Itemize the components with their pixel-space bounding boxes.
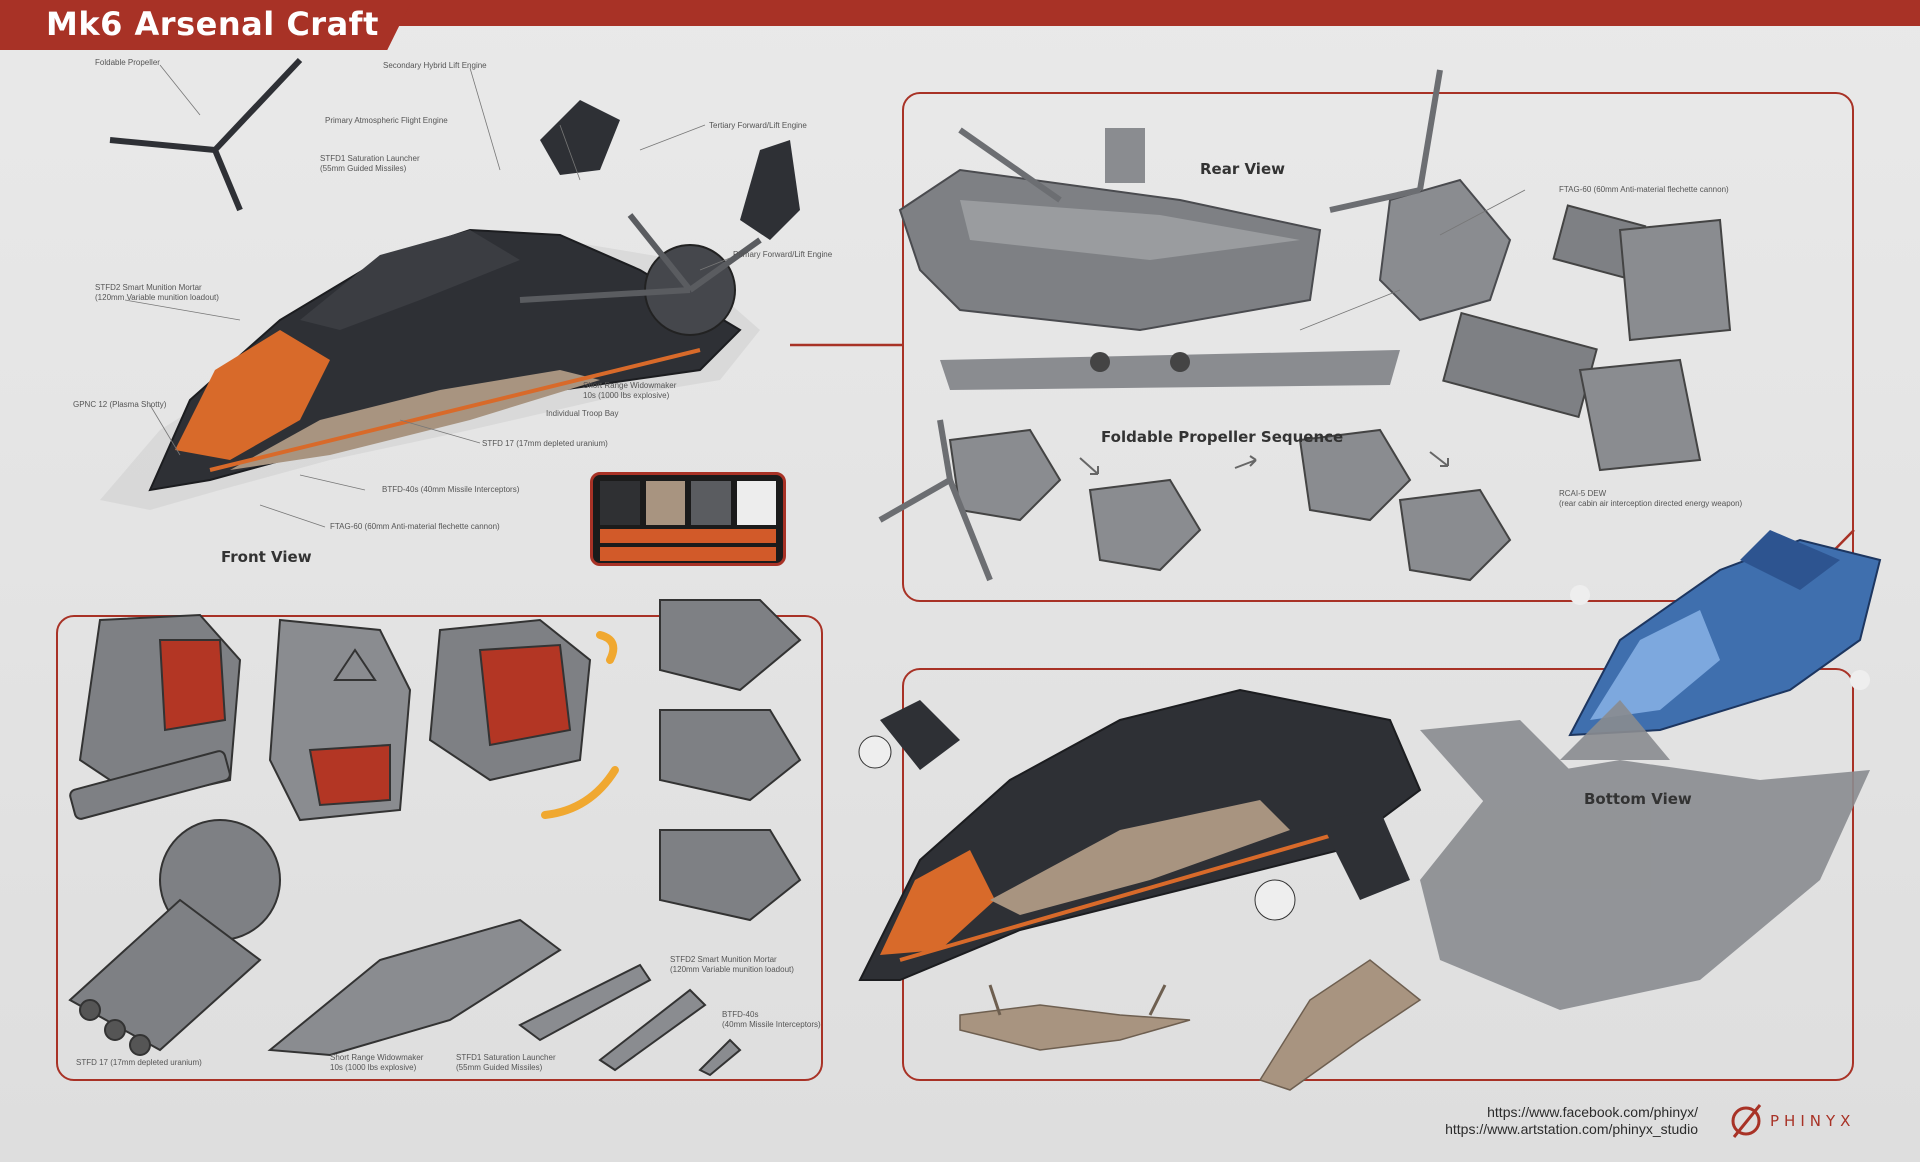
blue-craft-variant	[1568, 530, 1882, 737]
rear-cannons	[1442, 204, 1732, 472]
callout-w-stfd1: STFD1 Saturation Launcher	[456, 1053, 556, 1062]
palette-accent-bar	[600, 529, 776, 543]
propeller-sequence	[878, 419, 1512, 582]
callout-stfd2-mortar: STFD2 Smart Munition Mortar	[95, 283, 202, 292]
callout-rcai5: RCAI-5 DEW	[1559, 489, 1607, 498]
rotation-arrows-icon	[541, 631, 619, 819]
bottom-view-label: Bottom View	[1584, 790, 1692, 808]
front-view-craft	[100, 57, 800, 510]
palette-swatches	[600, 481, 776, 525]
callout-tertiary-lift-engine: Tertiary Forward/Lift Engine	[709, 121, 807, 130]
main-craft-isometric	[858, 688, 1422, 981]
front-view-label: Front View	[221, 548, 312, 566]
callout-w-btfd40s-sub: (40mm Missile Interceptors)	[722, 1020, 821, 1029]
callout-w-widowmaker-sub: 10s (1000 lbs explosive)	[330, 1063, 417, 1072]
callout-primary-flight-engine: Primary Atmospheric Flight Engine	[325, 116, 448, 125]
callout-w-stfd17: STFD 17 (17mm depleted uranium)	[76, 1058, 202, 1067]
callout-rear-ftag60: FTAG-60 (60mm Anti-material flechette ca…	[1559, 185, 1729, 194]
logo-text: PHINYX	[1770, 1112, 1856, 1130]
foldable-sequence-label: Foldable Propeller Sequence	[1101, 428, 1344, 446]
callout-stfd2-mortar-sub: (120mm Variable munition loadout)	[95, 293, 219, 302]
swatch-tan	[645, 481, 685, 525]
phinyx-logo: PHINYX	[1726, 1098, 1886, 1144]
callout-w-stfd2-sub: (120mm Variable munition loadout)	[670, 965, 794, 974]
callout-secondary-lift-engine: Secondary Hybrid Lift Engine	[383, 61, 487, 70]
callout-widowmaker-sub: 10s (1000 lbs explosive)	[583, 391, 670, 400]
swatch-charcoal	[600, 481, 640, 525]
weapons-panel	[56, 615, 823, 1081]
palette-accent-bar-2	[600, 547, 776, 561]
artstation-link[interactable]: https://www.artstation.com/phinyx_studio	[1445, 1121, 1698, 1137]
callout-stfd1-launcher-sub: (55mm Guided Missiles)	[320, 164, 407, 173]
callout-w-stfd1-sub: (55mm Guided Missiles)	[456, 1063, 543, 1072]
callout-foldable-propeller: Foldable Propeller	[95, 58, 160, 67]
callout-w-stfd2: STFD2 Smart Munition Mortar	[670, 955, 777, 964]
title-tab	[0, 0, 412, 50]
bottom-view-silhouette	[1420, 700, 1870, 1010]
callout-troop-bay: Individual Troop Bay	[546, 409, 619, 418]
rear-view-label: Rear View	[1200, 160, 1285, 178]
rear-view-panel	[902, 92, 1854, 602]
rear-view-craft	[898, 69, 1512, 390]
facebook-link[interactable]: https://www.facebook.com/phinyx/	[1487, 1104, 1698, 1120]
footer-links: https://www.facebook.com/phinyx/ https:/…	[1445, 1104, 1698, 1138]
callout-rcai5-sub: (rear cabin air interception directed en…	[1559, 499, 1743, 508]
swatch-white	[736, 481, 776, 525]
callout-w-widowmaker: Short Range Widowmaker	[330, 1053, 424, 1062]
page-title: Mk6 Arsenal Craft	[46, 5, 379, 43]
callout-gpnc12: GPNC 12 (Plasma Shotty)	[73, 400, 167, 409]
bottom-view-panel	[902, 668, 1854, 1081]
callout-w-btfd40s: BTFD-40s	[722, 1010, 759, 1019]
callout-ftag60: FTAG-60 (60mm Anti-material flechette ca…	[330, 522, 500, 531]
sequence-arrows-icon	[1079, 451, 1449, 475]
callout-widowmaker: Short Range Widowmaker	[583, 381, 677, 390]
callout-stfd17: STFD 17 (17mm depleted uranium)	[482, 439, 608, 448]
callout-primary-forward-engine: Primary Forward/Lift Engine	[733, 250, 833, 259]
gatling-gun	[68, 750, 281, 1056]
phinyx-slashed-circle-icon	[1731, 1104, 1762, 1138]
swatch-gray	[691, 481, 731, 525]
missile-launcher	[267, 918, 742, 1077]
armor-plates	[78, 613, 592, 822]
callout-btfd40s: BTFD-40s (40mm Missile Interceptors)	[382, 485, 520, 494]
small-crafts-tan	[959, 959, 1422, 1091]
callout-stfd1-launcher: STFD1 Saturation Launcher	[320, 154, 420, 163]
mortar-pods	[659, 599, 802, 922]
color-palette	[590, 472, 786, 566]
